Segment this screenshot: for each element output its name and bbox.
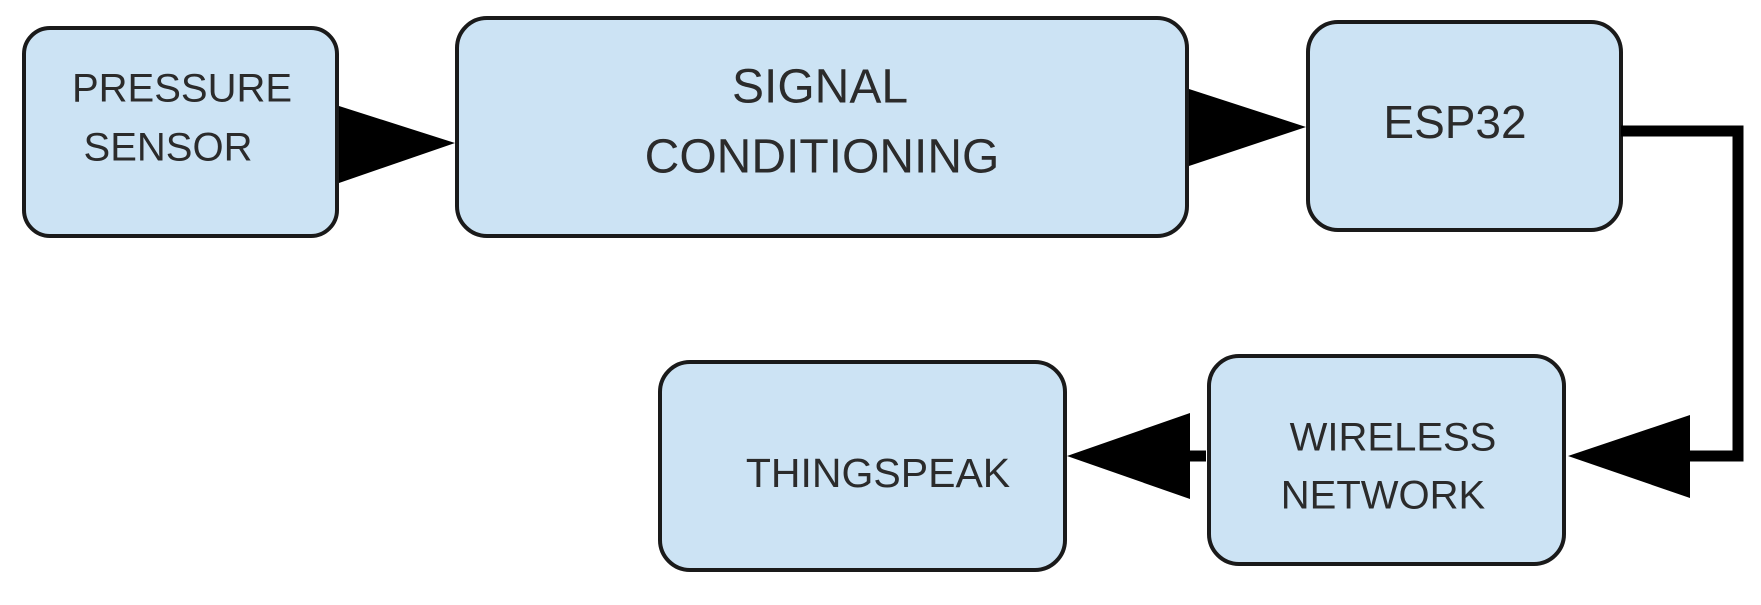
arrow-wireless-to-thingspeak [1067,413,1190,499]
node-pressure-sensor-box [22,26,339,238]
node-wireless-network: WIRELESS NETWORK [1207,354,1566,566]
node-signal-conditioning-label-line1: SIGNAL [732,61,908,114]
node-wireless-network-box [1207,354,1566,566]
arrow-esp32-to-wireless [1568,415,1690,498]
arrow-signal-to-esp32 [1189,89,1306,166]
node-pressure-sensor: PRESSURE SENSOR [22,26,339,238]
node-signal-conditioning: SIGNAL CONDITIONING [455,16,1189,238]
node-thingspeak-label: THINGSPEAK [746,450,1010,496]
connector-esp32-to-wireless [1621,125,1744,462]
node-signal-conditioning-box [455,16,1189,238]
node-pressure-sensor-label-line1: PRESSURE [72,67,292,111]
node-signal-conditioning-label-line2: CONDITIONING [645,131,1000,184]
node-esp32: ESP32 [1306,20,1623,232]
node-pressure-sensor-label-line2: SENSOR [84,126,253,170]
node-wireless-network-label-line1: WIRELESS [1290,416,1497,460]
node-thingspeak-box [658,360,1067,572]
arrow-pressure-to-signal [339,106,455,183]
node-wireless-network-label-line2: NETWORK [1281,474,1486,518]
node-thingspeak: THINGSPEAK [658,360,1067,572]
node-esp32-label: ESP32 [1383,96,1526,148]
